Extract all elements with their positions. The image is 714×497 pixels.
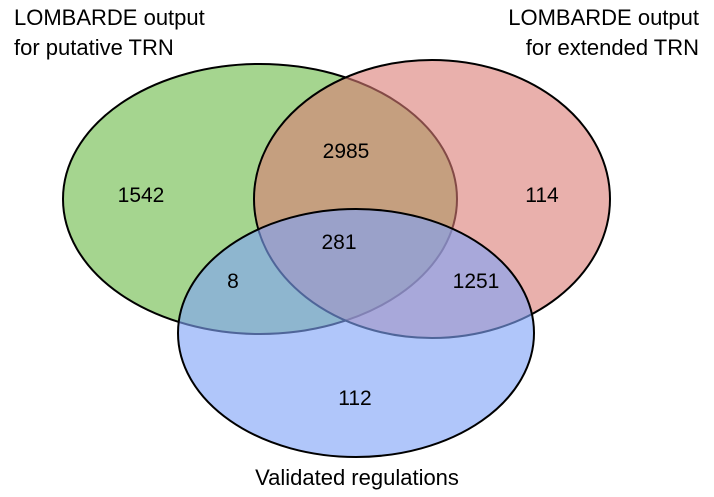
extended-set-label-line1: LOMBARDE output <box>508 5 699 30</box>
count-putative-extended: 2985 <box>323 140 370 163</box>
count-extended-only: 114 <box>525 184 559 207</box>
count-all-three: 281 <box>321 231 356 254</box>
count-extended-validated: 1251 <box>453 270 500 293</box>
count-putative-validated: 8 <box>227 270 239 293</box>
count-validated-only: 112 <box>338 387 371 410</box>
validated-set-label: Validated regulations <box>255 465 459 490</box>
count-putative-only: 1542 <box>118 184 165 207</box>
extended-set-label-line2: for extended TRN <box>526 35 699 60</box>
putative-set-label-line1: LOMBARDE output <box>14 5 205 30</box>
putative-set-label-line2: for putative TRN <box>14 35 174 60</box>
validated-regulations-set <box>177 208 535 458</box>
